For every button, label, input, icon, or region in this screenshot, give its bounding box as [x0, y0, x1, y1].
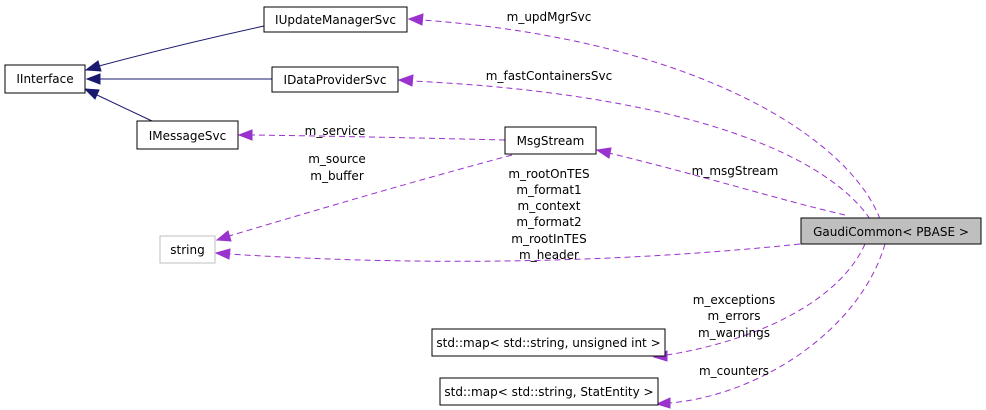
edge-label-buffer: m_buffer [310, 169, 364, 183]
edge-label-rootintes: m_rootInTES [511, 232, 586, 246]
node-label-map-statentity: std::map< std::string, StatEntity > [444, 385, 653, 399]
edge-label-warnings: m_warnings [698, 326, 770, 340]
edge-label-format2: m_format2 [516, 215, 581, 229]
edge-label-fastcontainerssvc: m_fastContainersSvc [486, 69, 612, 83]
inherit-edge-iupdatemanagersvc [98, 25, 265, 67]
use-edge-service [251, 134, 506, 141]
edge-label-context: m_context [518, 199, 581, 213]
node-label-msgstream: MsgStream [517, 134, 585, 148]
node-gaudicommon[interactable]: GaudiCommon< PBASE > [800, 217, 982, 245]
use-arrowhead-fastcontainerssvc [397, 74, 414, 87]
use-arrowhead-source-buffer [215, 230, 232, 242]
node-label-imessagesvc: IMessageSvc [149, 129, 226, 143]
edge-label-exceptions: m_exceptions [693, 293, 776, 307]
edge-label-counters: m_counters [699, 364, 769, 378]
use-arrowhead-service [237, 129, 253, 141]
edge-label-source: m_source [308, 152, 366, 166]
node-iupdatemanagersvc[interactable]: IUpdateManagerSvc [263, 6, 408, 33]
edge-label-rootontes: m_rootOnTES [508, 167, 589, 181]
node-label-gaudicommon: GaudiCommon< PBASE > [813, 225, 969, 239]
edge-label-updmgrsvc: m_updMgrSvc [507, 10, 592, 24]
edge-label-format1: m_format1 [516, 183, 581, 197]
inherit-edge-imessagesvc [96, 94, 153, 122]
node-label-map-unsigned-int: std::map< std::string, unsigned int > [436, 336, 660, 350]
node-map-unsigned-int[interactable]: std::map< std::string, unsigned int > [431, 328, 666, 357]
use-arrowhead-counters [655, 397, 671, 409]
use-edge-fastcontainerssvc [411, 80, 871, 220]
edge-label-errors: m_errors [708, 309, 761, 323]
node-map-statentity[interactable]: std::map< std::string, StatEntity > [439, 377, 659, 406]
use-arrowhead-string-members [214, 248, 231, 260]
node-string[interactable]: string [159, 235, 216, 264]
node-imessagesvc[interactable]: IMessageSvc [136, 120, 239, 150]
node-idataprovidersvc[interactable]: IDataProviderSvc [271, 66, 399, 93]
edge-label-msgstream: m_msgStream [692, 164, 779, 178]
use-arrowhead-msgstream [595, 147, 612, 159]
node-label-idataprovidersvc: IDataProviderSvc [284, 73, 387, 87]
use-edge-counters-map [666, 243, 866, 356]
node-label-string: string [170, 243, 204, 257]
use-edge-msgstream [608, 152, 846, 216]
use-edge-counters [669, 243, 886, 404]
use-arrowhead-updmgrsvc [407, 13, 424, 26]
use-edge-source-buffer [228, 154, 513, 237]
inherit-arrowhead-iupdatemanagersvc [84, 60, 102, 72]
inherit-arrowhead-idataprovidersvc [85, 73, 101, 85]
node-label-iinterface: IInterface [16, 72, 73, 86]
node-label-iupdatemanagersvc: IUpdateManagerSvc [275, 13, 396, 27]
node-iinterface[interactable]: IInterface [4, 64, 86, 94]
edge-label-service: m_service [305, 124, 366, 138]
use-edge-updmgrsvc [421, 19, 881, 220]
node-msgstream[interactable]: MsgStream [504, 126, 597, 155]
inherit-arrowhead-imessagesvc [83, 88, 100, 100]
use-edge-string-members [228, 243, 801, 262]
edge-label-header: m_header [519, 248, 579, 262]
